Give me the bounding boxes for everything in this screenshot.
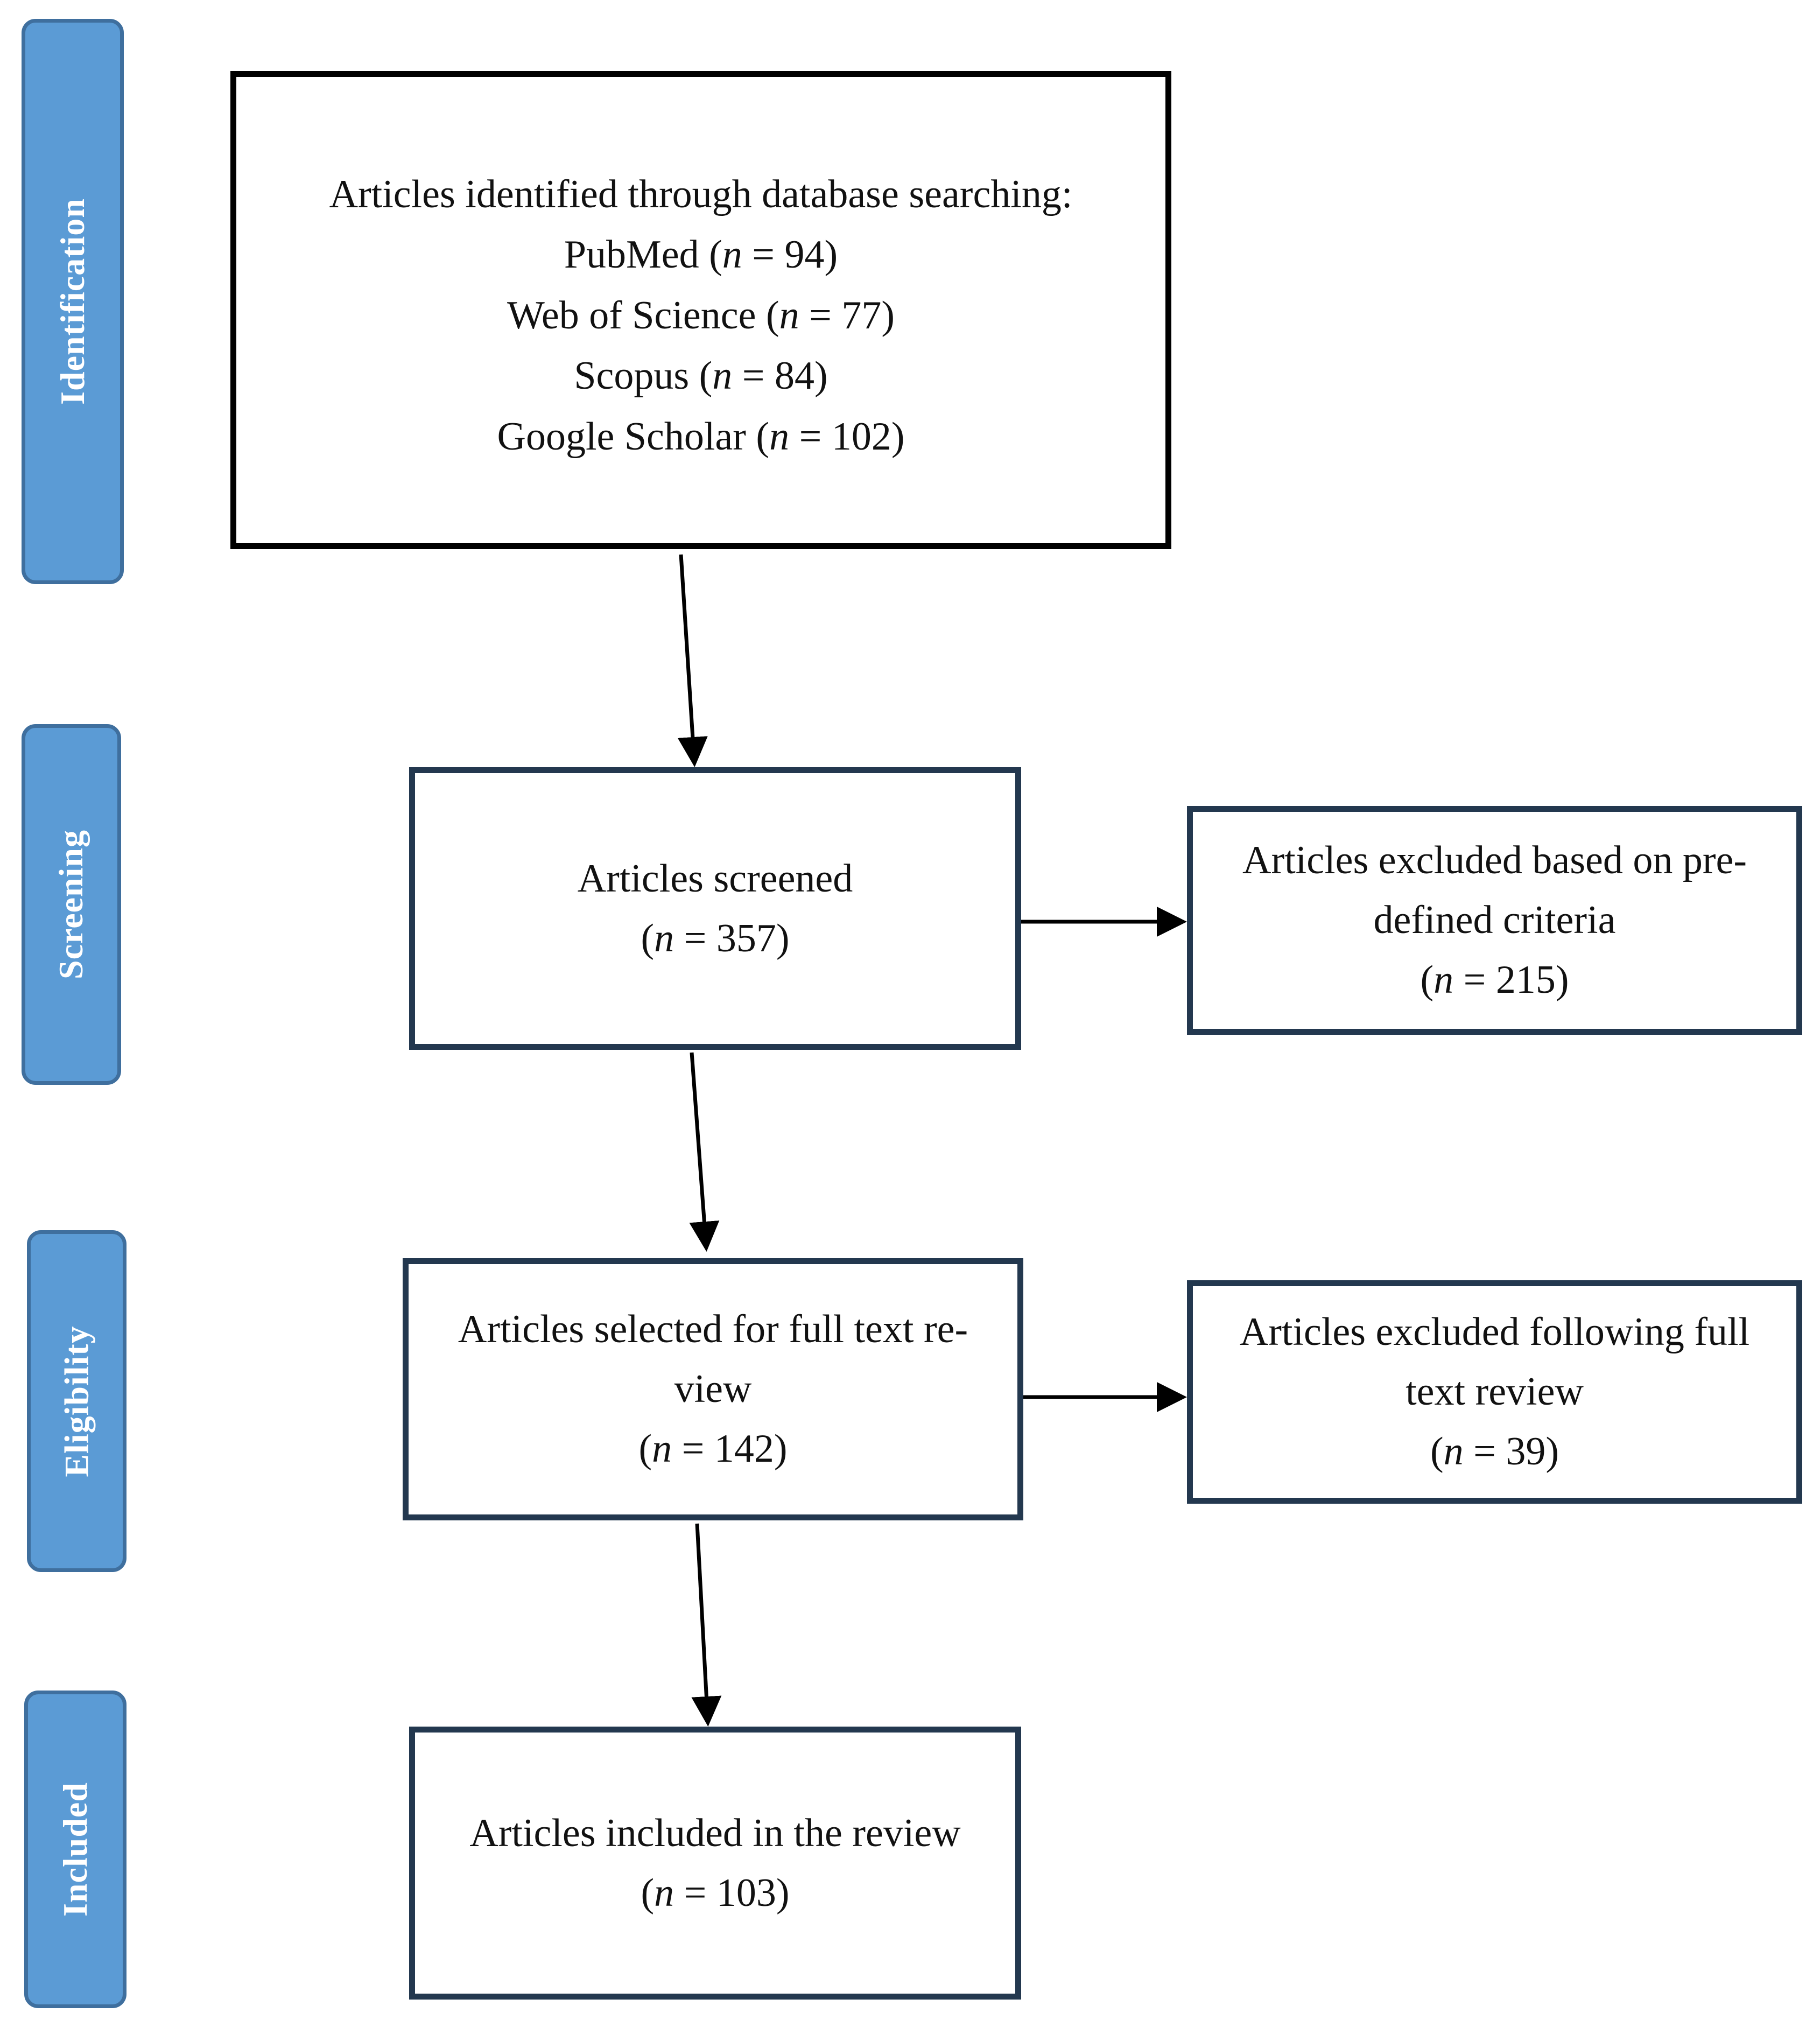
identification-heading: Articles identified through database sea… (329, 172, 1073, 216)
stage-identification-label: Identification (53, 198, 92, 405)
included-count: (n = 103) (641, 1870, 790, 1915)
excluded-predefined-line-1: Articles excluded based on pre- (1242, 838, 1747, 882)
excluded-predefined-count: (n = 215) (1420, 958, 1569, 1002)
stage-screening: Screening (22, 724, 121, 1085)
excluded-fulltext-line-1: Articles excluded following full (1239, 1310, 1750, 1354)
source-name: Web of Science (507, 293, 756, 338)
stage-identification: Identification (22, 19, 124, 584)
source-row: Web of Science (n = 77) (507, 293, 895, 338)
source-count: 84 (775, 354, 815, 398)
n-label: n (652, 1427, 672, 1471)
source-count: 94 (784, 233, 825, 277)
excluded-fulltext-box: Articles excluded following full text re… (1187, 1280, 1802, 1504)
arrow-screened-to-fulltext (689, 1052, 720, 1252)
source-row: PubMed (n = 94) (564, 233, 838, 277)
stage-eligibility: Eligibility (27, 1230, 127, 1572)
fulltext-line-2: view (674, 1367, 752, 1411)
excluded-fulltext-count: (n = 39) (1430, 1429, 1559, 1474)
source-name: Scopus (574, 354, 690, 398)
n-label: n (779, 293, 799, 338)
arrow-identification-to-screened (677, 554, 708, 767)
included-box: Articles included in the review (n = 103… (409, 1727, 1021, 2000)
screened-box: Articles screened (n = 357) (409, 767, 1021, 1050)
screened-count: (n = 357) (641, 916, 790, 960)
fulltext-count: (n = 142) (638, 1427, 788, 1471)
stage-included-label: Included (56, 1782, 94, 1917)
count-value: 103 (716, 1870, 776, 1915)
n-label: n (769, 414, 790, 459)
count-value: 39 (1506, 1429, 1546, 1474)
source-count: 102 (831, 414, 891, 459)
n-label: n (654, 916, 674, 960)
excluded-predefined-line-2: defined criteria (1373, 898, 1616, 942)
source-row: Google Scholar (n = 102) (497, 414, 905, 459)
arrow-fulltext-to-included (691, 1523, 722, 1727)
source-name: Google Scholar (497, 414, 746, 459)
stage-included: Included (24, 1691, 127, 2008)
source-name: PubMed (564, 233, 699, 277)
n-label: n (1443, 1429, 1464, 1474)
count-value: 142 (714, 1427, 774, 1471)
n-label: n (722, 233, 742, 277)
count-value: 357 (716, 916, 776, 960)
identification-box: Articles identified through database sea… (230, 71, 1171, 549)
screened-label: Articles screened (577, 856, 853, 901)
excluded-fulltext-line-2: text review (1406, 1370, 1584, 1414)
n-label: n (1433, 958, 1454, 1002)
fulltext-line-1: Articles selected for full text re- (458, 1307, 968, 1351)
included-label: Articles included in the review (469, 1811, 961, 1855)
count-value: 215 (1495, 958, 1556, 1002)
stage-eligibility-label: Eligibility (57, 1325, 96, 1477)
source-count: 77 (841, 293, 882, 338)
excluded-predefined-box: Articles excluded based on pre- defined … (1187, 806, 1802, 1035)
stage-screening-label: Screening (52, 829, 90, 980)
source-row: Scopus (n = 84) (574, 354, 828, 398)
n-label: n (712, 354, 733, 398)
fulltext-box: Articles selected for full text re- view… (403, 1258, 1023, 1520)
n-label: n (654, 1870, 674, 1915)
